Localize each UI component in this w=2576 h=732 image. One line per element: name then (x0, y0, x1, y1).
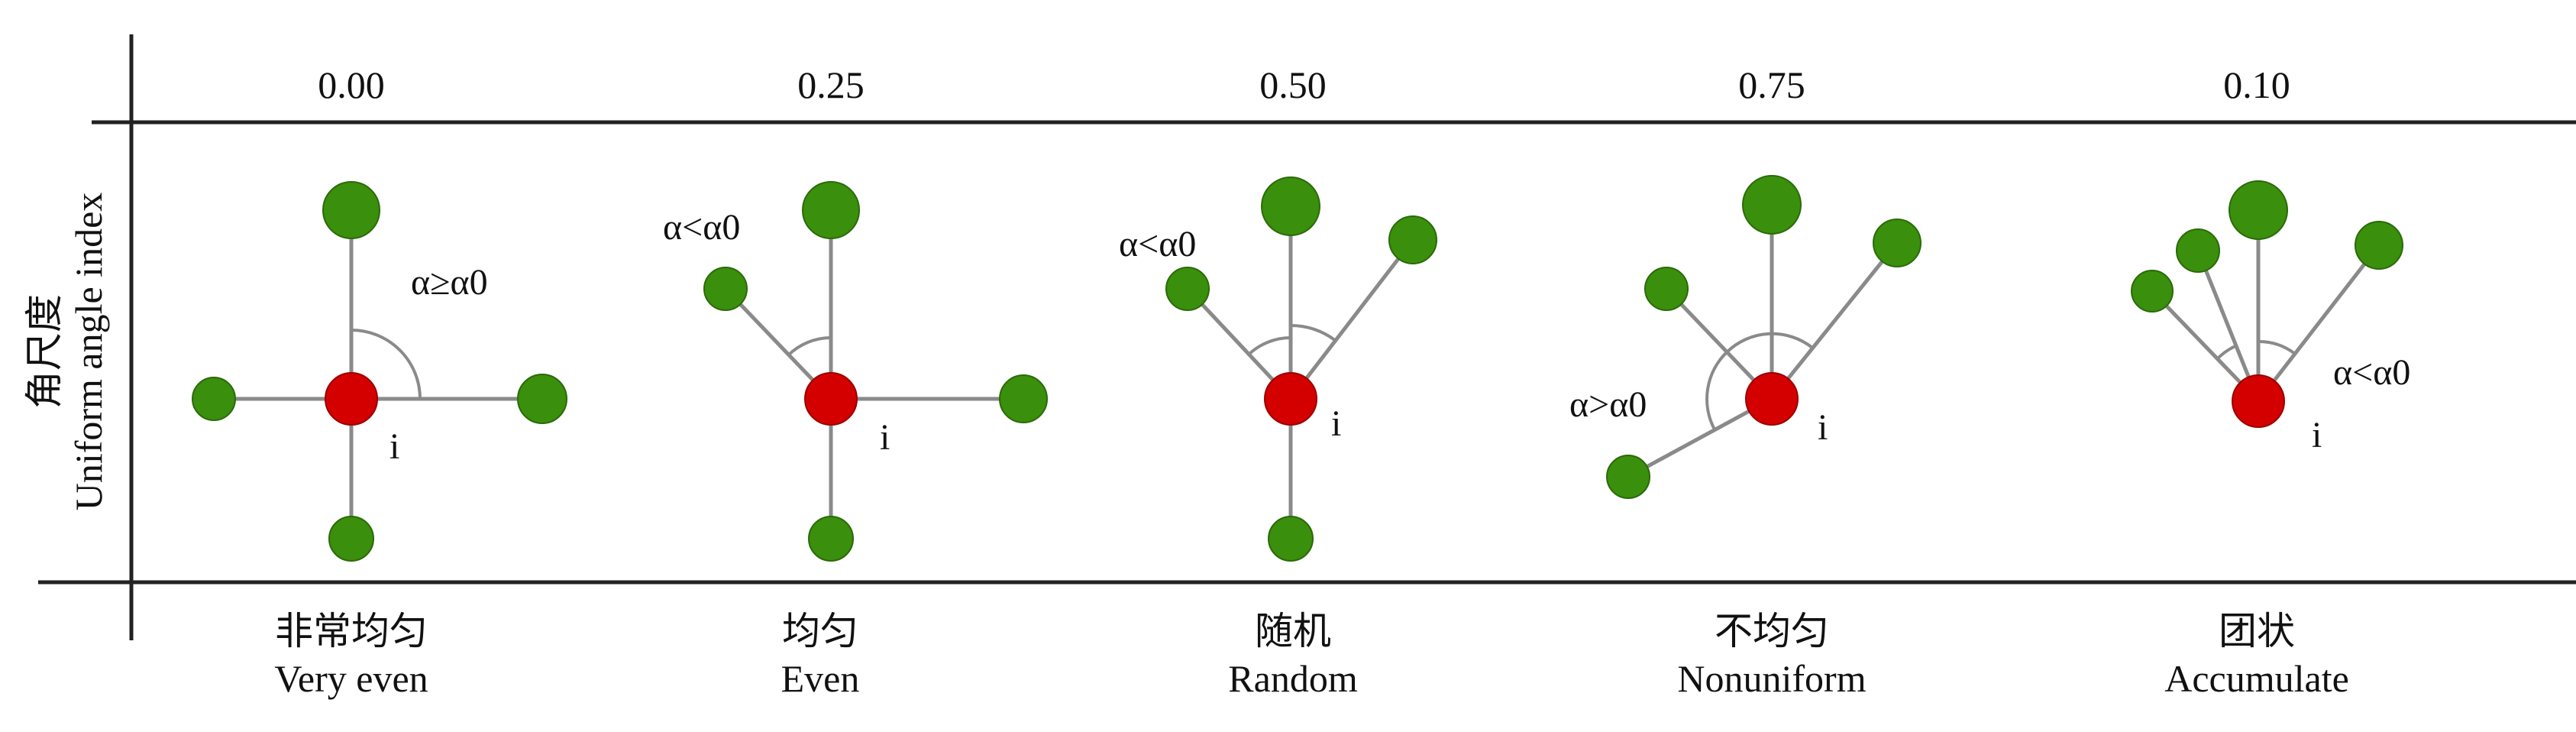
angle-annotation: α<α0 (2333, 352, 2410, 393)
row-label-english: Uniform angle index (67, 193, 110, 511)
connector-line (1770, 241, 1899, 400)
angle-annotation: α>α0 (1569, 384, 1647, 425)
center-tree (1264, 372, 1317, 426)
panel-label-chinese: 随机 (1255, 610, 1331, 653)
neighbor-tree (2229, 180, 2288, 240)
neighbor-tree (2355, 221, 2403, 270)
panel-label-english: Accumulate (2164, 657, 2349, 700)
row-label-chinese: 角尺度 (23, 294, 66, 409)
panel-label-english: Even (781, 657, 860, 700)
neighbor-tree (322, 181, 380, 239)
panel-even: 0.25 i α<α0 均匀 Even (663, 63, 1048, 700)
angle-arc (2216, 345, 2236, 361)
neighbor-tree (328, 516, 374, 562)
center-tree (325, 372, 378, 426)
center-tree-label: i (1331, 403, 1341, 444)
center-tree-label: i (389, 426, 399, 467)
angle-annotation: α≥α0 (411, 262, 488, 303)
neighbor-tree (2131, 270, 2174, 313)
center-tree (804, 372, 858, 426)
neighbor-tree (1268, 516, 1314, 562)
angle-arc (1290, 323, 1337, 342)
neighbor-tree (517, 374, 567, 424)
angle-arc (351, 329, 422, 400)
neighbor-tree (808, 516, 854, 562)
panel-label-chinese: 不均匀 (1715, 610, 1829, 653)
neighbor-tree (2176, 228, 2220, 273)
panel-random: 0.50 i α<α0 随机 Random (1119, 63, 1437, 700)
connector-line (1627, 397, 1773, 479)
panel-value: 0.10 (2223, 63, 2290, 106)
panel-value: 0.25 (797, 63, 865, 106)
panel-value: 0.50 (1259, 63, 1327, 106)
neighbor-tree (1261, 177, 1320, 236)
center-tree-label: i (2312, 415, 2322, 455)
angle-arc (1705, 351, 1728, 430)
panel-value: 0.00 (318, 63, 385, 106)
neighbor-tree (192, 377, 236, 421)
panel-nonuniform: 0.75 i α>α0 不均匀 Nonuniform (1569, 63, 1921, 700)
center-tree (1745, 372, 1799, 426)
row-label: 角尺度 Uniform angle index (23, 193, 110, 511)
connector-line (2196, 250, 2261, 402)
angle-annotation: α<α0 (1119, 224, 1196, 264)
neighbor-tree (802, 181, 860, 239)
panel-label-english: Very even (274, 657, 428, 700)
panel-label-chinese: 团状 (2219, 610, 2295, 653)
angle-arc (1247, 336, 1291, 356)
neighbor-tree (1165, 267, 1210, 311)
center-tree (2232, 374, 2285, 428)
panel-label-chinese: 均匀 (782, 610, 858, 653)
angle-arc (1725, 332, 1814, 354)
neighbor-tree (999, 374, 1048, 423)
neighbor-tree (1644, 267, 1689, 311)
panel-accumulate: 0.10 i α<α0 团状 Accumulate (2131, 63, 2410, 700)
connector-line (1289, 238, 1414, 400)
neighbor-tree (703, 267, 748, 311)
neighbor-tree (1873, 219, 1921, 267)
panel-very-even: 0.00 i α≥α0 非常均匀 Very even (192, 63, 567, 700)
angle-arc (2258, 339, 2296, 355)
panel-label-english: Random (1228, 657, 1358, 700)
connector-line (2257, 244, 2380, 403)
panel-label-chinese: 非常均匀 (275, 610, 428, 653)
neighbor-tree (1388, 215, 1437, 264)
angle-arc (787, 336, 832, 357)
center-tree-label: i (880, 417, 890, 458)
neighbor-tree (1742, 175, 1802, 235)
panel-value: 0.75 (1738, 63, 1805, 106)
panel-label-english: Nonuniform (1677, 657, 1866, 700)
neighbor-tree (1606, 455, 1650, 499)
angle-annotation: α<α0 (663, 207, 740, 248)
center-tree-label: i (1818, 407, 1828, 448)
